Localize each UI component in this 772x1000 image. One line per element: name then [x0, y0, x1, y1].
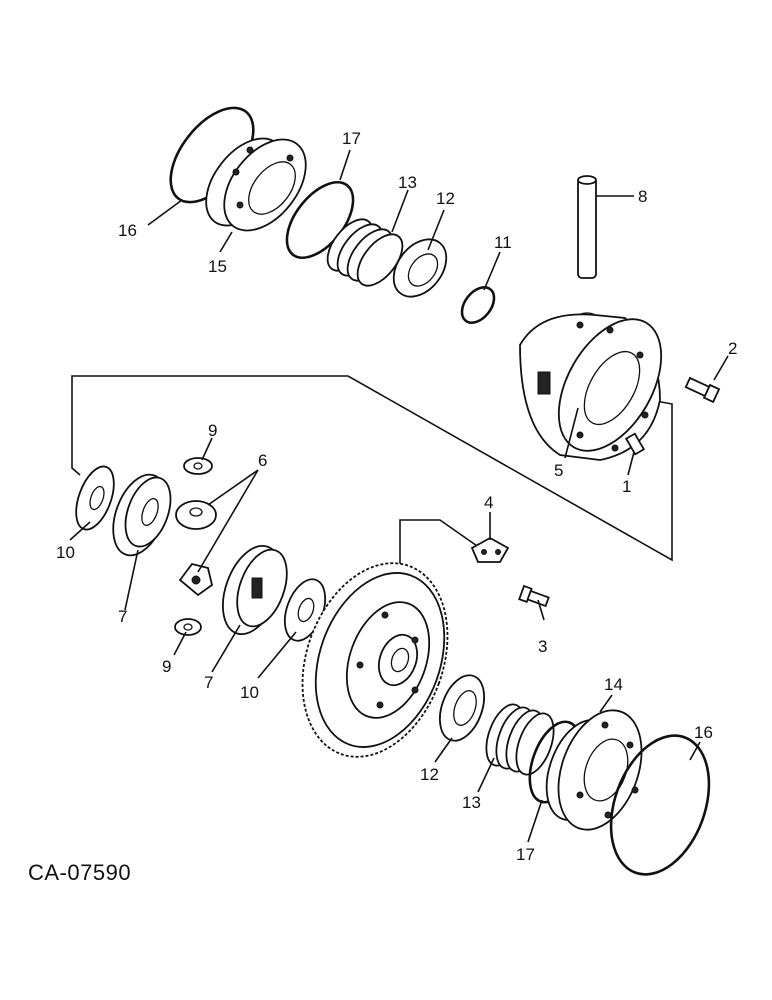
callout-12-upper: 12	[436, 189, 455, 208]
callout-11: 11	[494, 233, 512, 252]
case-bolt	[684, 376, 721, 404]
bearing-cup-lower	[545, 709, 643, 831]
shim-stack-lower	[485, 703, 555, 776]
callout-17-lower: 17	[516, 845, 535, 864]
cross-shaft-pin	[576, 175, 598, 324]
callout-9-upper: 9	[208, 421, 217, 440]
callout-3: 3	[538, 637, 547, 656]
callout-10-center: 10	[240, 683, 259, 702]
callout-5: 5	[554, 461, 563, 480]
callout-13-upper: 13	[398, 173, 417, 192]
side-gear-left	[112, 473, 172, 557]
callout-16-upper: 16	[118, 221, 137, 240]
leader-lines	[69, 149, 729, 843]
callout-6: 6	[258, 451, 267, 470]
callout-8: 8	[638, 187, 647, 206]
lock-plate	[470, 536, 510, 563]
callout-14: 14	[604, 675, 623, 694]
ring-gear	[301, 562, 449, 758]
side-gear-center	[222, 544, 288, 636]
bearing-cone-upper	[392, 238, 448, 298]
o-ring-lower	[609, 734, 711, 876]
callout-13-lower: 13	[462, 793, 481, 812]
pinion-gear-upper	[175, 500, 217, 530]
callout-2: 2	[728, 339, 737, 358]
callout-16-lower: 16	[694, 723, 713, 742]
callout-7-center: 7	[204, 673, 213, 692]
callout-15: 15	[208, 257, 227, 276]
pinion-washer-upper	[183, 457, 213, 475]
thrust-washer-left	[75, 465, 115, 531]
pinion-washer-lower	[174, 618, 202, 636]
pinion-gear-lower	[178, 562, 214, 597]
callout-7-left: 7	[118, 607, 127, 626]
shim-stack-upper	[326, 218, 404, 287]
callout-labels: 16 15 17 13 12 11 8 2 5 1 4 3 9 6 10 7 9…	[56, 129, 737, 864]
ring-gear-bolt	[518, 584, 550, 608]
bearing-cup-upper	[205, 137, 307, 232]
dowel-pin	[624, 432, 646, 456]
callout-12-lower: 12	[420, 765, 439, 784]
bearing-cone-lower	[438, 674, 486, 742]
callout-17-upper: 17	[342, 129, 361, 148]
differential-case	[519, 313, 663, 461]
callout-1: 1	[622, 477, 631, 496]
drawing-code: CA-07590	[28, 860, 131, 885]
callout-4: 4	[484, 493, 493, 512]
callout-10-left: 10	[56, 543, 75, 562]
callout-9-lower: 9	[162, 657, 171, 676]
snap-ring	[460, 286, 496, 324]
